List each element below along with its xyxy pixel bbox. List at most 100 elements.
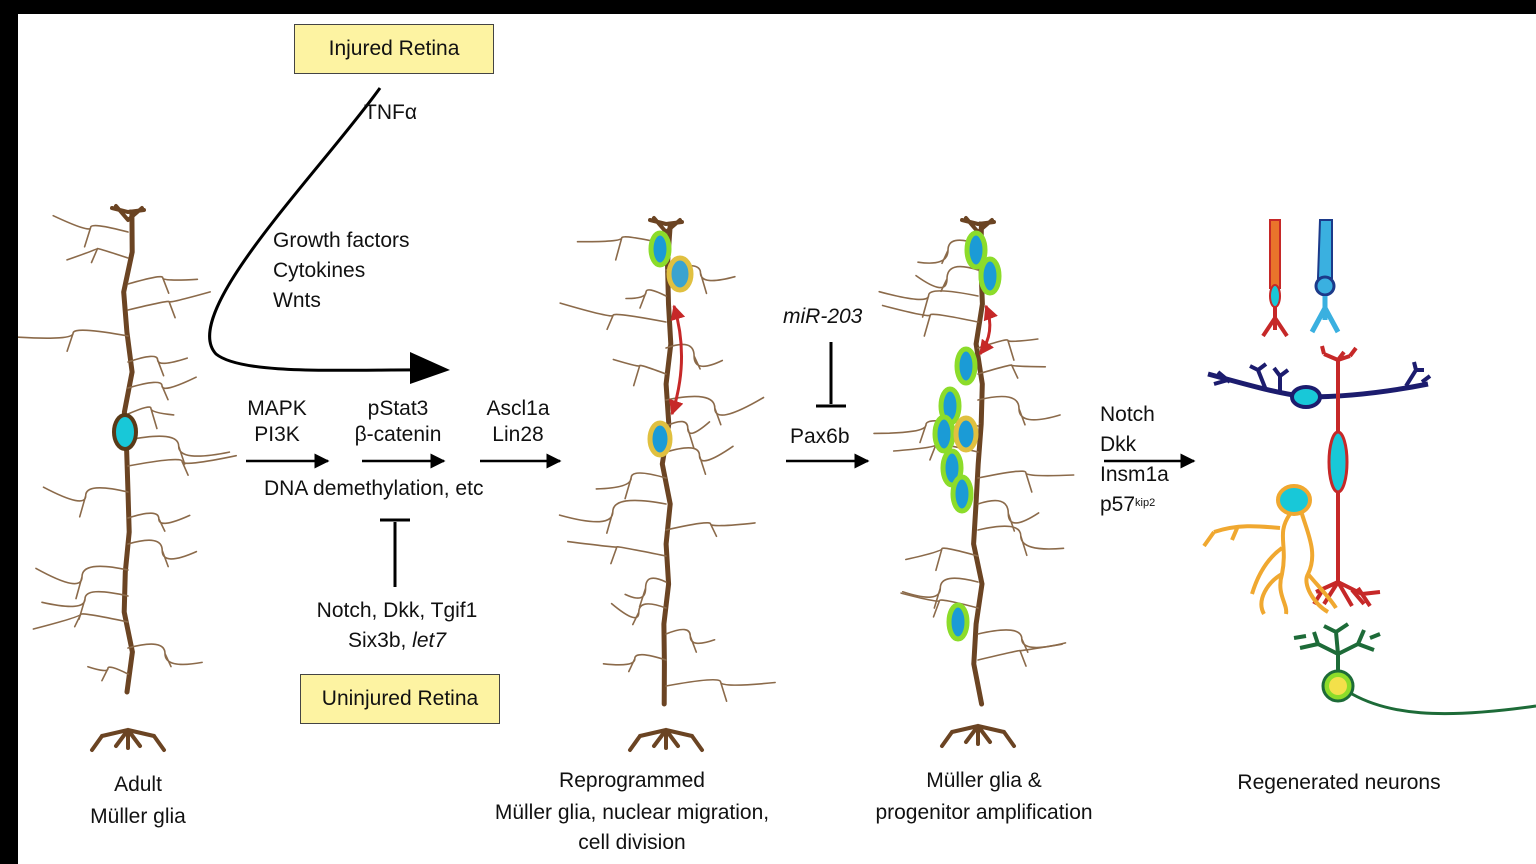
glia-branch [576, 236, 667, 261]
glia-branch [567, 540, 667, 565]
caption-amplification-line-1: Müller glia & [926, 769, 1042, 792]
glia-branch [558, 499, 667, 534]
mapk-label: MAPK [247, 397, 307, 420]
glia-branch [595, 472, 667, 500]
ganglion-cell [1293, 622, 1536, 716]
glia-branch [35, 565, 129, 600]
migrating-nucleus [647, 420, 673, 458]
glia-basal-endfeet [940, 724, 1016, 748]
caption-reprogrammed-line-2: Müller glia, nuclear migration, [494, 801, 770, 824]
growth-factors-label: Growth factors [273, 229, 410, 252]
progenitor-nucleus [954, 346, 978, 386]
rod-photoreceptor [1261, 219, 1289, 338]
glia-branch [602, 653, 667, 673]
inhibitors-line-1: Notch, Dkk, Tgif1 [316, 599, 478, 622]
mir203-label: miR-203 [783, 305, 863, 328]
glia-branch [665, 522, 756, 538]
pi3k-label: PI3K [254, 423, 300, 446]
uninjured-inhibition-bar [380, 518, 410, 587]
caption-reprogrammed-line-1: Reprogrammed [559, 769, 705, 792]
glia-branch [41, 590, 129, 620]
glia-basal-endfeet [628, 728, 704, 752]
nuclear-migration-arrow [978, 304, 998, 356]
caption-regenerated: Regenerated neurons [1237, 771, 1441, 794]
glia-branch [32, 613, 129, 630]
bipolar-cell [1312, 345, 1381, 608]
injured-retina-box: Injured Retina [294, 24, 494, 74]
glia-branch [127, 291, 211, 319]
glia-apical-endfeet [110, 204, 146, 222]
uninjured-retina-box: Uninjured Retina [300, 674, 500, 724]
nuclear-migration-arrow [669, 304, 686, 416]
injury-signal-arrow [208, 87, 439, 372]
injury-signal-arrowhead [410, 352, 450, 384]
amplified-muller-glia [873, 216, 1075, 748]
caption-reprogrammed-line-3: cell division [578, 831, 686, 854]
caption-amplification-line-2: progenitor amplification [875, 801, 1093, 824]
let7-text: let7 [412, 629, 447, 652]
glia-branch [610, 602, 667, 626]
inhibitors-line-2: Six3b, let7 [288, 626, 506, 656]
glia-branch [977, 525, 1065, 557]
glia-branch [665, 445, 734, 475]
glia-branch [977, 629, 1067, 653]
glia-branch [624, 577, 667, 608]
amacrine-cell [1202, 484, 1338, 615]
glia-branch [127, 454, 237, 476]
migrating-nucleus [953, 415, 979, 453]
progenitor-nucleus [648, 230, 672, 268]
glia-branch [625, 289, 667, 309]
tnf-label: TNFα [364, 101, 417, 124]
ascl1a-label: Ascl1a [486, 397, 550, 420]
glia-branch [665, 420, 711, 449]
progenitor-nucleus [950, 474, 974, 514]
glia-branch [127, 376, 197, 401]
glia-branch [127, 355, 188, 377]
caption-adult-line-2: Müller glia [90, 805, 186, 828]
lin28-label: Lin28 [492, 423, 544, 446]
glia-branch [87, 665, 129, 682]
glia-branch [66, 247, 129, 264]
glia-branch [665, 343, 724, 370]
glia-branch [977, 395, 1061, 426]
glia-branch [127, 539, 198, 568]
insm1a-label: Insm1a [1100, 463, 1169, 486]
glia-branch [881, 304, 979, 337]
glia-branch [977, 643, 1063, 667]
glia-branch [977, 470, 1075, 493]
progenitor-nucleus [946, 602, 970, 642]
glia-branch [977, 364, 1047, 379]
glia-branch [52, 214, 129, 248]
glia-branch [18, 329, 129, 352]
glia-branch [127, 512, 191, 532]
diagram-panel: Injured Retina Uninjured Retina TNFα Gro… [18, 14, 1536, 864]
glia-branch [665, 678, 776, 702]
glia-branch [127, 406, 175, 430]
glia-apical-endfeet [960, 216, 996, 234]
dna-demethylation-label: DNA demethylation, etc [264, 477, 484, 500]
progenitor-nucleus [978, 256, 1002, 296]
glia-branch [901, 577, 979, 609]
p57-text: p57 [1100, 493, 1136, 516]
progenitor-nucleus [666, 255, 694, 293]
p57-superscript: kip2 [1135, 497, 1156, 509]
progenitor-nucleus [964, 230, 988, 270]
adult-muller-glia [18, 204, 237, 752]
glia-branch [559, 302, 667, 331]
cytokines-label: Cytokines [273, 259, 366, 282]
six3b-text: Six3b, [347, 629, 413, 652]
glia-branch [915, 265, 979, 293]
glia-branch [878, 290, 979, 318]
mir203-inhibition-bar [816, 342, 846, 408]
adult-nucleus [112, 413, 138, 451]
glia-branch [127, 435, 231, 465]
caption-adult-line-1: Adult [114, 773, 162, 796]
notch-label: Notch [1100, 403, 1155, 426]
pstat3-label: pStat3 [367, 397, 429, 420]
cone-photoreceptor [1309, 219, 1341, 334]
pax6b-label: Pax6b [790, 425, 850, 448]
glia-apical-endfeet [648, 216, 684, 234]
p57-label: p57kip2 [1100, 490, 1155, 520]
diagram-artwork [18, 87, 1536, 752]
glia-branch [665, 628, 716, 653]
